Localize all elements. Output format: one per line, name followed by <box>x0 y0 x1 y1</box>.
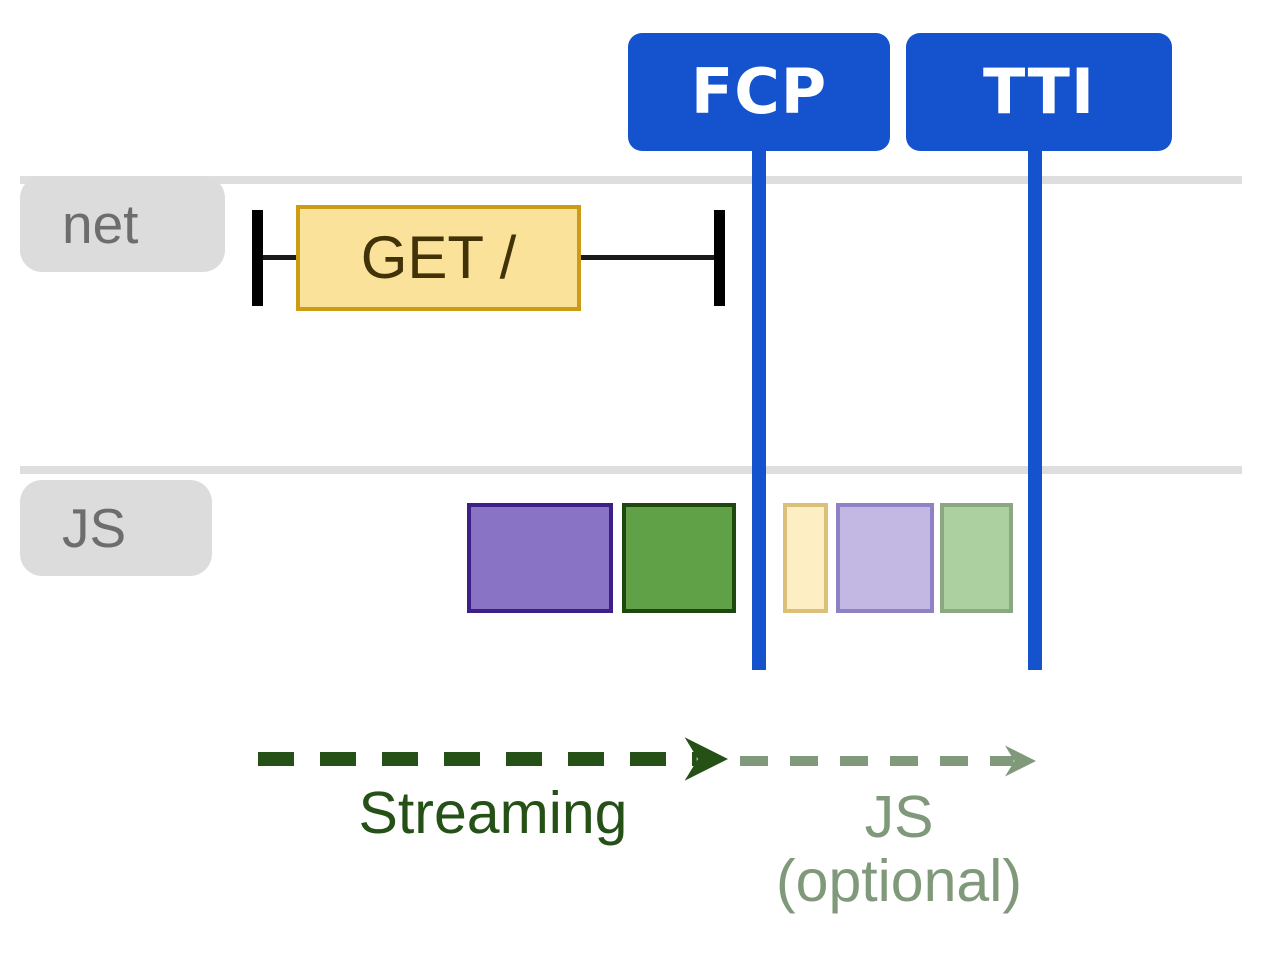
fcp-marker-line <box>752 140 766 670</box>
tti-marker-line <box>1028 140 1042 670</box>
network-request-label: GET / <box>360 224 517 291</box>
js-optional-phase-caption: JS (optional) <box>776 784 1022 914</box>
request-end-cap <box>714 210 725 306</box>
tti-marker-label: TTI <box>982 55 1096 128</box>
lane-label-net: net <box>62 192 139 255</box>
lane-rail-net <box>20 176 1242 184</box>
streaming-phase-arrow <box>258 737 728 781</box>
fcp-marker-label: FCP <box>690 55 828 128</box>
js-task-deferred-task-green <box>940 503 1013 613</box>
js-optional-phase-arrow <box>740 745 1036 777</box>
js-task-deferred-task-yellow <box>783 503 828 613</box>
streaming-phase-caption: Streaming <box>358 780 628 846</box>
network-request-block: GET / <box>296 205 581 311</box>
lane-chip-js: JS <box>20 480 212 576</box>
js-task-render-task-green <box>622 503 736 613</box>
lane-rail-js <box>20 466 1242 474</box>
fcp-marker-flag: FCP <box>628 33 890 151</box>
request-start-cap <box>252 210 263 306</box>
js-task-deferred-task-purple <box>836 503 934 613</box>
js-task-hydration-task-purple <box>467 503 613 613</box>
lane-label-js: JS <box>62 496 127 559</box>
tti-marker-flag: TTI <box>906 33 1172 151</box>
lane-chip-net: net <box>20 176 225 272</box>
